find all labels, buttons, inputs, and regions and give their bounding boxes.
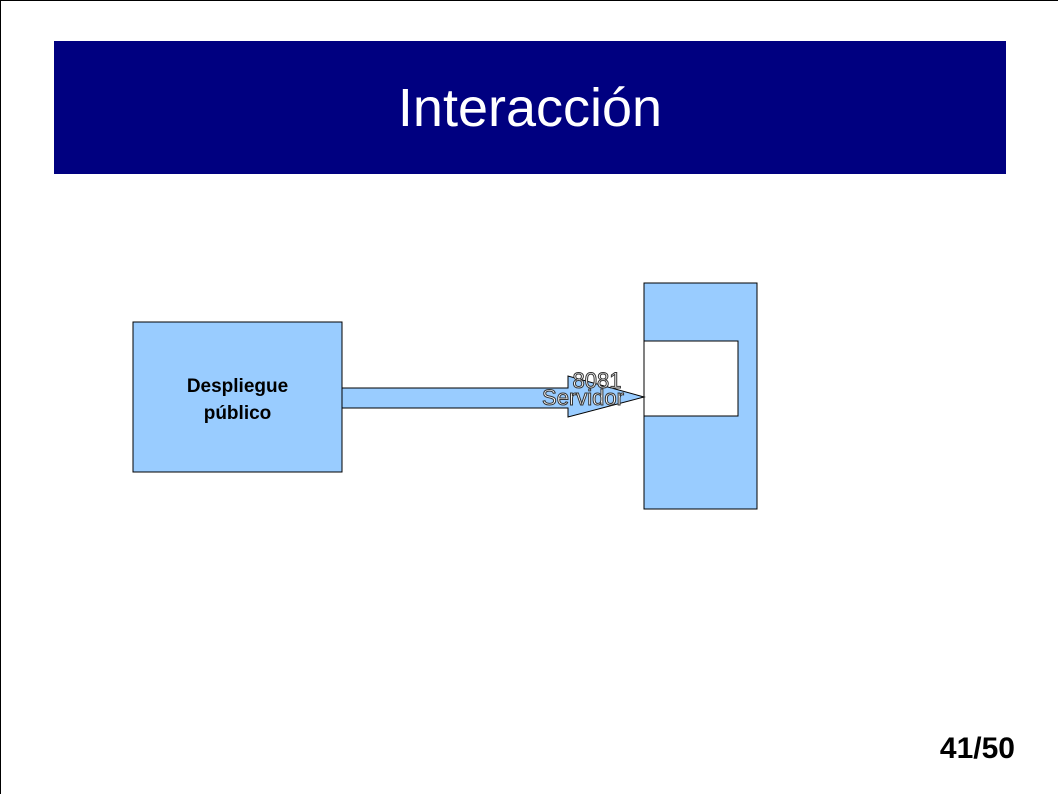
slide-title: Interacción	[397, 77, 663, 138]
port-label: 8081	[573, 368, 622, 393]
page-number: 41/50	[939, 732, 1015, 765]
public-deployment-box	[132, 321, 343, 473]
server-label: Servidor	[542, 385, 624, 410]
public-deployment-label-line1: Despliegue	[187, 376, 288, 397]
public-deployment-label-line2: público	[204, 403, 272, 424]
title-bar: Interacción	[54, 41, 1006, 174]
connection-arrow	[341, 375, 646, 418]
server-port-slot	[643, 340, 739, 417]
